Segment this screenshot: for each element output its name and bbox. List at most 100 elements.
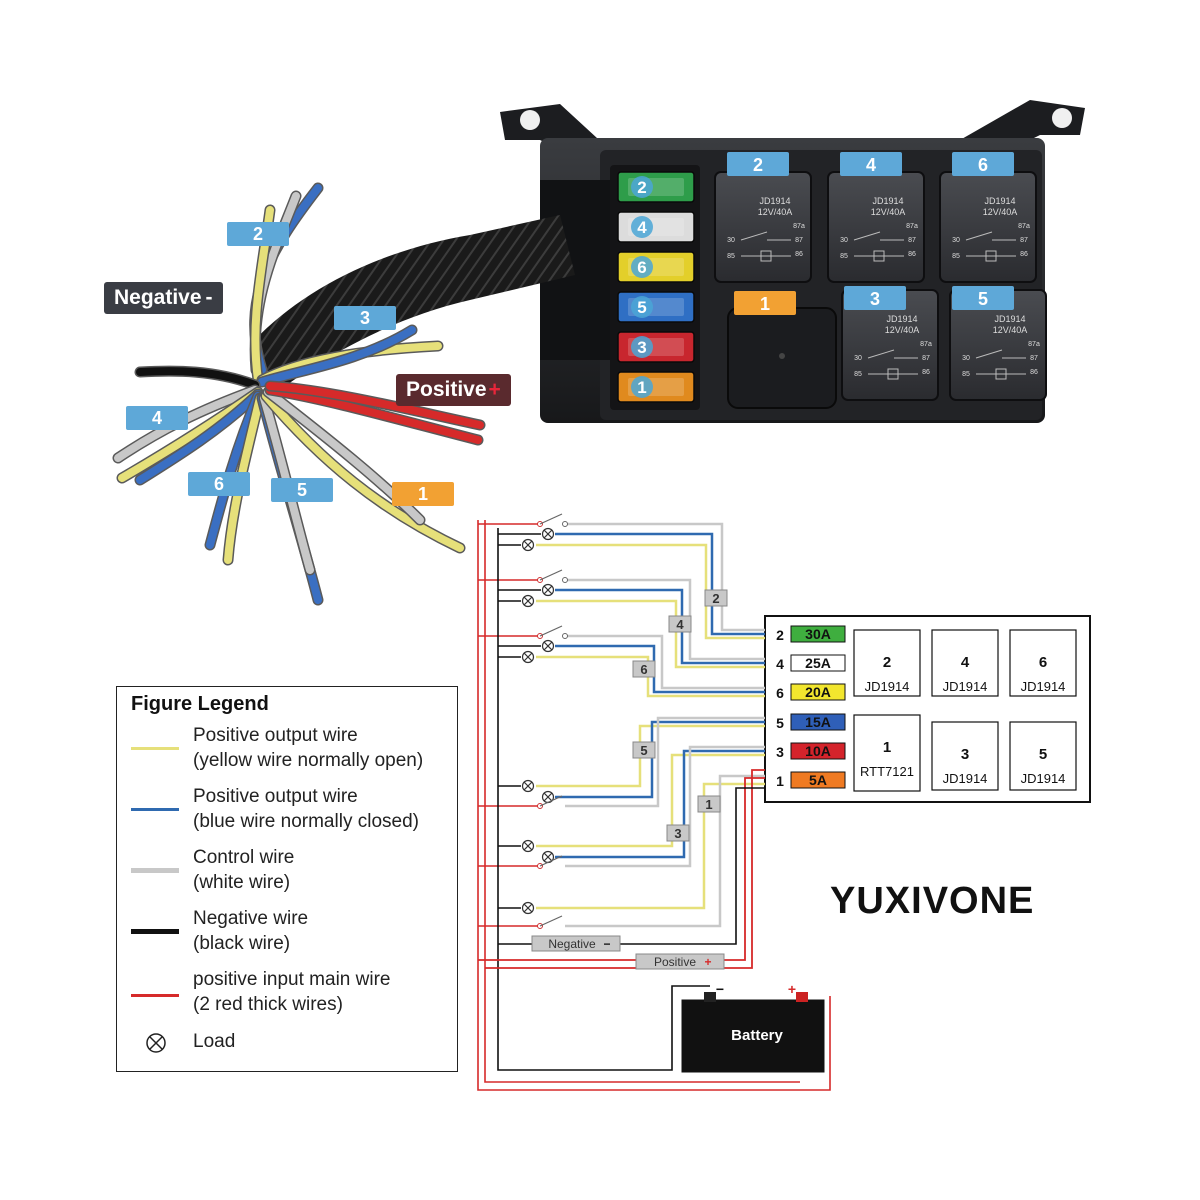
control-wire xyxy=(565,716,765,808)
wire-id-label: 6 xyxy=(640,662,647,677)
relay-callout-3-label: 3 xyxy=(870,289,880,309)
relay-pin-label: 86 xyxy=(922,369,930,376)
wire xyxy=(258,326,416,386)
output-wire-yellow xyxy=(536,543,765,640)
wire xyxy=(136,367,259,389)
fuse-slot-number: 6 xyxy=(776,685,784,701)
relay-rating: 12V/40A xyxy=(983,207,1018,217)
output-wire-blue xyxy=(555,749,765,859)
legend-item-label: positive input main wire xyxy=(193,969,391,990)
legend-swatch-blue xyxy=(131,808,179,811)
relay-pin-label: 86 xyxy=(795,251,803,258)
relay-cell-number: 2 xyxy=(883,654,891,671)
relay-rating: 12V/40A xyxy=(993,325,1028,335)
relay-model: JD1914 xyxy=(984,196,1015,206)
relay-pin-label: 86 xyxy=(1020,251,1028,258)
relay-rating: 12V/40A xyxy=(871,207,906,217)
negative-bus-sign: − xyxy=(603,937,610,951)
switch-lever xyxy=(539,513,563,525)
wire-id-tag xyxy=(668,615,692,633)
wire-id-tag xyxy=(666,824,690,842)
relay-pin-label: 30 xyxy=(854,355,862,362)
positive-callout-label: Positive xyxy=(406,378,487,401)
relay-model: JD1914 xyxy=(994,314,1025,324)
fuse-slot-number: 4 xyxy=(776,656,784,672)
negative-main-bus xyxy=(497,528,710,1071)
switch-contact xyxy=(562,633,568,639)
wire-callout-5: 5 xyxy=(271,478,333,502)
wire-id-tag xyxy=(704,589,728,607)
relay-callout-1-label: 1 xyxy=(760,294,770,314)
relay-coil xyxy=(995,368,1007,380)
relay-pin-label: 85 xyxy=(854,371,862,378)
switch-contact xyxy=(562,577,568,583)
negative-callout-sign: - xyxy=(205,286,213,309)
wire-callout-3-label: 3 xyxy=(359,307,370,328)
relay-pin-label: 87a xyxy=(920,341,932,348)
fuse-rating-label: 5A xyxy=(809,772,827,788)
fuse-rating-label: 20A xyxy=(805,684,831,700)
load-cross xyxy=(543,852,553,862)
switch-lever xyxy=(539,915,563,927)
relay-pin-label: 30 xyxy=(952,237,960,244)
relay-callout-6-label: 6 xyxy=(978,155,988,175)
wire-id-label: 4 xyxy=(676,617,684,632)
relay-callout-5-label: 5 xyxy=(978,289,988,309)
relay-model: JD1914 xyxy=(886,314,917,324)
relay-pin-label: 87a xyxy=(1018,223,1030,230)
battery-terminal-positive xyxy=(796,992,808,1002)
battery-label: Battery xyxy=(731,1027,783,1044)
fuse-id-marker xyxy=(631,336,653,358)
switch-lever xyxy=(539,795,563,807)
legend-item-label: Negative wire xyxy=(193,908,309,929)
relay-pin-label: 87 xyxy=(922,355,930,362)
fuse-slot-number: 5 xyxy=(776,715,784,731)
fuse-id-label: 2 xyxy=(637,178,646,197)
negative-callout: Negative - xyxy=(104,282,223,314)
legend-swatch-white xyxy=(131,868,179,873)
legend-item-sublabel: (black wire) xyxy=(193,933,291,954)
relay-pin-label: 87a xyxy=(793,223,805,230)
relay-cell-number: 4 xyxy=(961,654,970,671)
harness-braid xyxy=(250,215,575,390)
legend-item-label: Positive output wire xyxy=(193,725,358,746)
relay-coil xyxy=(887,368,899,380)
relay-schematic xyxy=(965,231,1016,257)
fuse-rating-box xyxy=(790,683,846,701)
relay-pin-label: 30 xyxy=(840,237,848,244)
positive-feed xyxy=(478,777,765,961)
control-wire xyxy=(565,634,765,690)
wire-callout-6-label: 6 xyxy=(213,473,224,494)
relay-cell-model: JD1914 xyxy=(1021,771,1066,786)
relay-schematic xyxy=(867,349,918,375)
relay-callout-1 xyxy=(734,291,796,315)
positive-main-bus xyxy=(484,520,800,1083)
legend-item-sublabel: (white wire) xyxy=(193,872,291,893)
load-cross xyxy=(543,529,553,539)
load-cross xyxy=(523,781,533,791)
negative-bus-label: Negative xyxy=(548,937,596,951)
battery-minus-sign: − xyxy=(716,981,724,997)
wire-callout-3: 3 xyxy=(334,306,396,330)
relay-pin-label: 85 xyxy=(727,253,735,260)
relay-cell xyxy=(1009,721,1077,791)
relay-schematic xyxy=(740,231,791,257)
fuse-id-label: 5 xyxy=(637,298,646,317)
wire-callout-5-label: 5 xyxy=(296,479,307,500)
wire-id-tag xyxy=(697,795,721,813)
wire-callout-1: 1 xyxy=(392,482,454,506)
relay-cell-model: JD1914 xyxy=(1021,679,1066,694)
relay-rating: 12V/40A xyxy=(758,207,793,217)
negative-bus-tag xyxy=(531,935,621,952)
relay-cell xyxy=(931,721,999,791)
relay-model: JD1914 xyxy=(872,196,903,206)
switch-lever xyxy=(539,855,563,867)
relay-pin-label: 85 xyxy=(952,253,960,260)
load-cross xyxy=(543,792,553,802)
output-wire-blue xyxy=(555,644,765,694)
fuse-rating-label: 25A xyxy=(805,655,831,671)
load-cross xyxy=(523,652,533,662)
wire-callout-2-label: 2 xyxy=(252,223,263,244)
relay-pin-label: 87 xyxy=(1030,355,1038,362)
